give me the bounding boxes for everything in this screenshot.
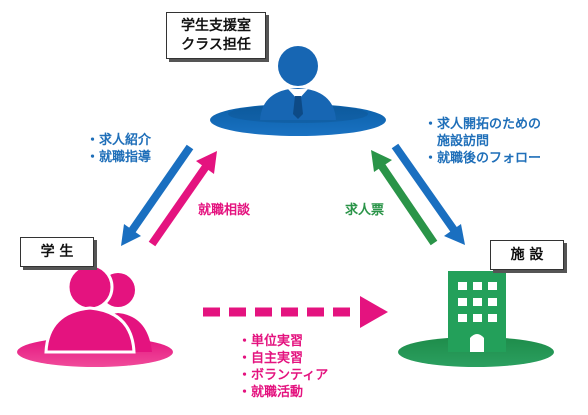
building-icon (398, 271, 554, 367)
bottom-list-item: 就職活動 (238, 384, 328, 401)
left-list-item: 就職指導 (86, 149, 151, 166)
right-list-item-continued: 施設訪問 (437, 134, 490, 149)
left-list: 求人紹介 就職指導 (86, 132, 151, 166)
staff-label: 学生支援室 クラス担任 (166, 12, 266, 59)
left-list-item: 求人紹介 (86, 132, 151, 149)
bottom-list-item: ボランティア (238, 367, 328, 384)
arrow-staff-to-facility (391, 143, 465, 245)
staff-label-line-2: クラス担任 (181, 37, 251, 53)
arrow-student-to-facility (203, 296, 388, 328)
job-offer-label: 求人票 (345, 203, 385, 218)
bottom-list-item: 単位実習 (238, 333, 328, 350)
staff-figure (210, 46, 386, 136)
bottom-list: 単位実習 自主実習 ボランティア 就職活動 (238, 333, 328, 401)
arrow-student-to-staff (148, 151, 217, 247)
consult-label: 就職相談 (198, 203, 251, 218)
right-list-item: 求人開拓のための (424, 116, 541, 133)
arrow-staff-to-student (121, 144, 194, 246)
bottom-list-item: 自主実習 (238, 350, 328, 367)
student-label: 学 生 (20, 237, 94, 267)
staff-label-line-1: 学生支援室 (181, 18, 251, 34)
arrow-facility-to-staff (371, 150, 438, 246)
right-list: 求人開拓のための 施設訪問 就職後のフォロー (424, 116, 541, 167)
student-figure (17, 263, 173, 367)
right-list-item: 就職後のフォロー (424, 150, 541, 167)
facility-label: 施 設 (490, 240, 564, 270)
